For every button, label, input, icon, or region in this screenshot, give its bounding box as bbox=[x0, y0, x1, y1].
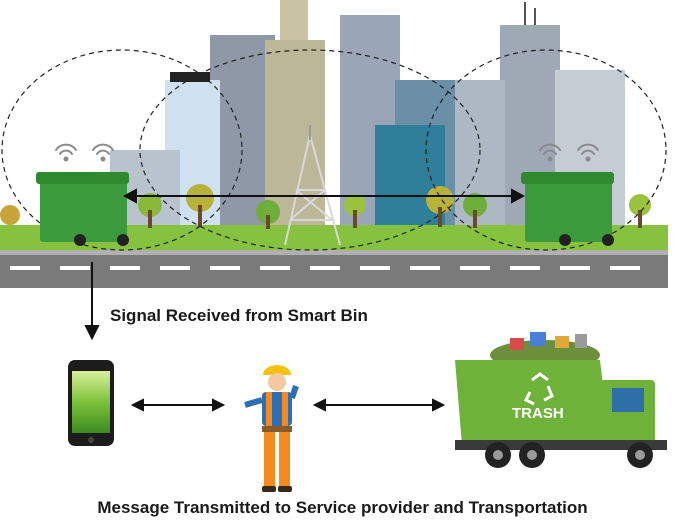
smartphone-icon bbox=[68, 360, 114, 446]
wifi-icon bbox=[92, 143, 114, 162]
bin-to-bin-arrow bbox=[122, 188, 526, 204]
signal-down-arrow bbox=[84, 262, 100, 341]
phone-worker-arrow bbox=[130, 398, 226, 412]
smart-bin-left bbox=[36, 172, 129, 246]
signal-received-caption: Signal Received from Smart Bin bbox=[110, 306, 368, 325]
truck-label: TRASH bbox=[512, 405, 564, 422]
wifi-icon bbox=[539, 143, 561, 162]
wifi-icon bbox=[55, 143, 77, 162]
wifi-icon bbox=[577, 143, 599, 162]
worker-truck-arrow bbox=[312, 398, 446, 412]
recycle-icon bbox=[523, 372, 554, 406]
trees bbox=[0, 184, 651, 229]
smart-bin-right bbox=[521, 172, 614, 246]
road bbox=[0, 250, 668, 288]
signal-coverage-zones bbox=[1, 49, 667, 251]
worker-icon bbox=[244, 365, 299, 492]
message-transmitted-caption: Message Transmitted to Service provider … bbox=[97, 498, 588, 517]
garbage-truck bbox=[455, 332, 667, 468]
